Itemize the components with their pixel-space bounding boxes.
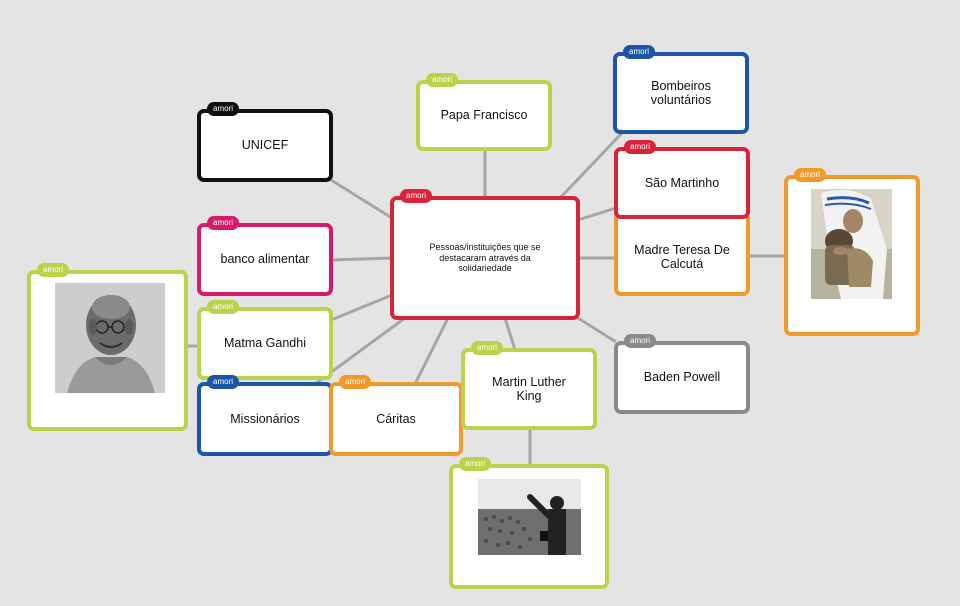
connector-bombeiros: [558, 131, 624, 200]
node-baden-powell[interactable]: amori Baden Powell: [614, 334, 750, 414]
node-label: Martin Luther King: [492, 374, 566, 403]
gandhi-portrait-photo: [55, 283, 165, 393]
central-topic-card[interactable]: amori Pessoas/instituições que se destac…: [390, 189, 580, 320]
node-madre-teresa[interactable]: Madre Teresa De Calcutá: [614, 212, 750, 296]
node-label: Baden Powell: [643, 370, 721, 385]
node-badge: amori: [339, 375, 372, 389]
node-badge: amori: [207, 102, 240, 116]
connector-gandhi: [330, 293, 393, 322]
node-badge: amori: [207, 375, 240, 389]
node-badge: amori: [624, 140, 657, 154]
node-badge: amori: [207, 216, 240, 230]
node-banco-alimentar[interactable]: amori banco alimentar: [197, 216, 333, 296]
node-missionarios[interactable]: amori Missionários: [197, 375, 333, 456]
node-badge: amori: [459, 457, 492, 471]
connector-sao-martinho: [577, 206, 617, 222]
node-badge: amori: [624, 334, 657, 348]
node-badge: amori: [426, 73, 459, 87]
node-label: Bombeiros voluntários: [650, 78, 712, 107]
node-martin-luther-king[interactable]: amori Martin Luther King: [461, 341, 597, 430]
node-sao-martinho[interactable]: amori São Martinho: [614, 140, 750, 219]
connector-caritas: [413, 317, 450, 385]
node-matma-gandhi[interactable]: amori Matma Gandhi: [197, 300, 333, 380]
central-topic-label: Pessoas/instituições que se destacaram a…: [429, 241, 541, 274]
node-badge: amori: [471, 341, 504, 355]
connector-unicef: [330, 178, 393, 220]
node-label: São Martinho: [644, 175, 720, 190]
mlk-photo-card[interactable]: amori: [449, 457, 609, 589]
node-label: UNICEF: [241, 138, 289, 153]
teresa-photo-card[interactable]: amori: [784, 168, 920, 336]
gandhi-photo-card[interactable]: amori: [27, 263, 188, 431]
node-label: Madre Teresa De Calcutá: [634, 242, 730, 271]
node-unicef[interactable]: amori UNICEF: [197, 102, 333, 182]
mother-teresa-photo: [811, 189, 892, 299]
node-badge: amori: [37, 263, 70, 277]
connector-mlk: [503, 317, 517, 351]
connector-banco: [330, 256, 393, 262]
connector-baden: [577, 316, 617, 344]
mlk-speech-photo: [478, 479, 581, 555]
node-label: Missionários: [230, 411, 300, 426]
node-label: Papa Francisco: [440, 108, 528, 123]
node-bombeiros-voluntarios[interactable]: amori Bombeiros voluntários: [613, 45, 749, 134]
node-label: Matma Gandhi: [224, 336, 306, 351]
node-badge: amori: [623, 45, 656, 59]
node-papa-francisco[interactable]: amori Papa Francisco: [416, 73, 552, 151]
node-badge: amori: [207, 300, 240, 314]
node-caritas[interactable]: amori Cáritas: [329, 375, 463, 456]
node-badge: amori: [794, 168, 827, 182]
node-label: Cáritas: [376, 411, 416, 426]
central-badge: amori: [400, 189, 433, 203]
node-label: banco alimentar: [220, 252, 310, 267]
